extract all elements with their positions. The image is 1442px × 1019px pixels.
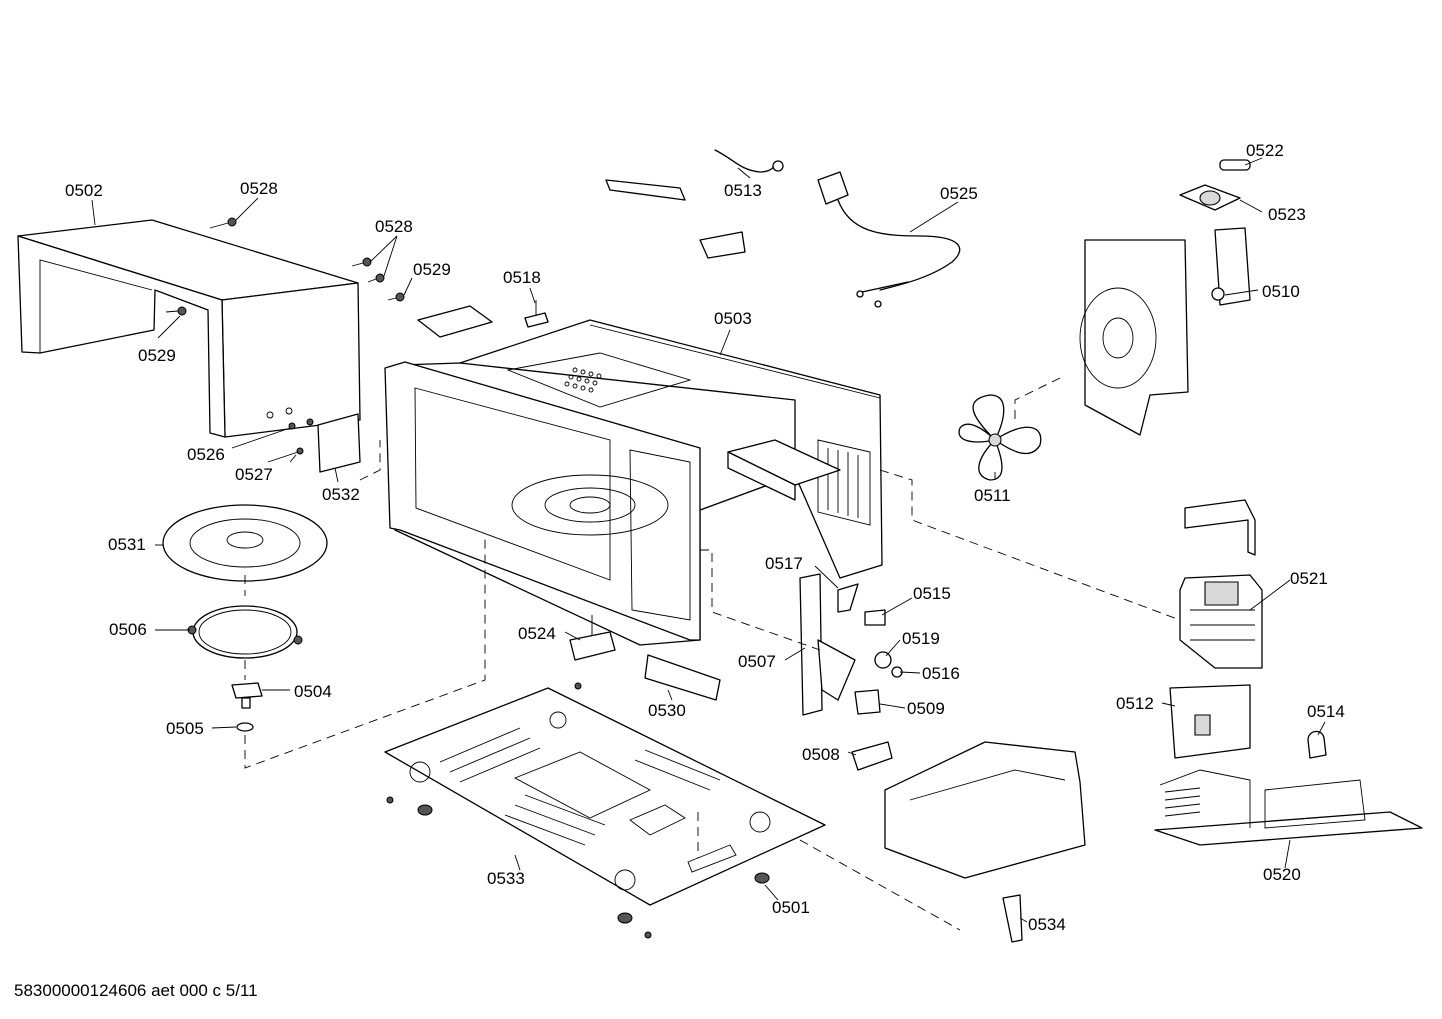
part-0524-turntable-motor [569,615,616,690]
callout-0512: 0512 [1116,694,1154,713]
callout-0525: 0525 [940,184,978,203]
base-plate-slots [439,727,721,846]
part-0521-magnetron [1179,499,1263,669]
part-0520-control-board [1154,769,1423,846]
part-0511-fan-blade [958,394,1042,481]
part-0506-roller-ring [187,605,303,659]
part-0509-0508-clips [851,689,893,771]
callout-0519: 0519 [902,629,940,648]
part-0531-glass-tray [162,504,328,582]
part-0534-duct [884,741,1086,943]
part-0526-0527-screws [288,418,314,463]
callout-0518: 0518 [503,268,541,287]
callout-0526: 0526 [187,445,225,464]
callout-0502: 0502 [65,181,103,200]
callout-0522: 0522 [1246,141,1284,160]
callout-0506: 0506 [109,620,147,639]
callout-0507: 0507 [738,652,776,671]
part-0522-0523-fuse-board [1179,159,1251,211]
part-0502-outer-housing [17,219,361,438]
part-0505-washer [236,722,254,732]
part-0507-latch [799,573,859,716]
callout-0513: 0513 [724,181,762,200]
part-0530-plate [644,654,721,701]
callout-0501: 0501 [772,898,810,917]
assembly-dashed-lines [244,377,1181,931]
part-0514-lamp [1307,730,1327,759]
callout-0530: 0530 [648,701,686,720]
part-0525-power-cord [817,171,961,308]
callout-0514: 0514 [1307,702,1345,721]
callout-0504: 0504 [294,682,332,701]
callout-0523: 0523 [1268,205,1306,224]
part-0503-cavity [384,319,883,646]
callout-0509: 0509 [907,699,945,718]
callout-0520: 0520 [1263,865,1301,884]
part-0515-0516-0519-switches [864,609,903,678]
drawing-reference-number: 58300000124606 aet 000 c 5/11 [14,981,258,1000]
callout-0516: 0516 [922,664,960,683]
part-0528-screws [209,217,385,283]
part-0532-cover [317,413,361,473]
callout-0527: 0527 [235,465,273,484]
callout-0517: 0517 [765,554,803,573]
callout-labels: 0502 0528 0528 0529 0529 0518 0503 0513 … [65,141,1345,934]
cavity-vent-holes [564,367,602,393]
part-0533-base-plate [384,687,826,906]
callout-leaders [91,157,1326,923]
callout-0503: 0503 [714,309,752,328]
callout-0531: 0531 [108,535,146,554]
callout-0510: 0510 [1262,282,1300,301]
part-0501-feet [386,796,770,939]
callout-0515: 0515 [913,584,951,603]
callout-0505: 0505 [166,719,204,738]
part-0512-bracket [1169,684,1251,759]
callout-0529-right: 0529 [413,260,451,279]
part-0513-wire [605,149,784,259]
callout-0521: 0521 [1290,569,1328,588]
part-0518-bracket [524,300,549,328]
callout-0528-top: 0528 [240,179,278,198]
callout-0524: 0524 [518,624,556,643]
callout-0529-left: 0529 [138,346,176,365]
part-top-bracket [417,305,493,338]
callout-0533: 0533 [487,869,525,888]
callout-0511: 0511 [974,486,1011,505]
callout-0532: 0532 [322,485,360,504]
callout-0534: 0534 [1028,915,1066,934]
callout-0528-right: 0528 [375,217,413,236]
callout-0508: 0508 [802,745,840,764]
part-0529-screws [165,292,405,316]
part-0504-coupler [231,682,263,709]
part-0510-fan-shroud [1079,227,1251,436]
